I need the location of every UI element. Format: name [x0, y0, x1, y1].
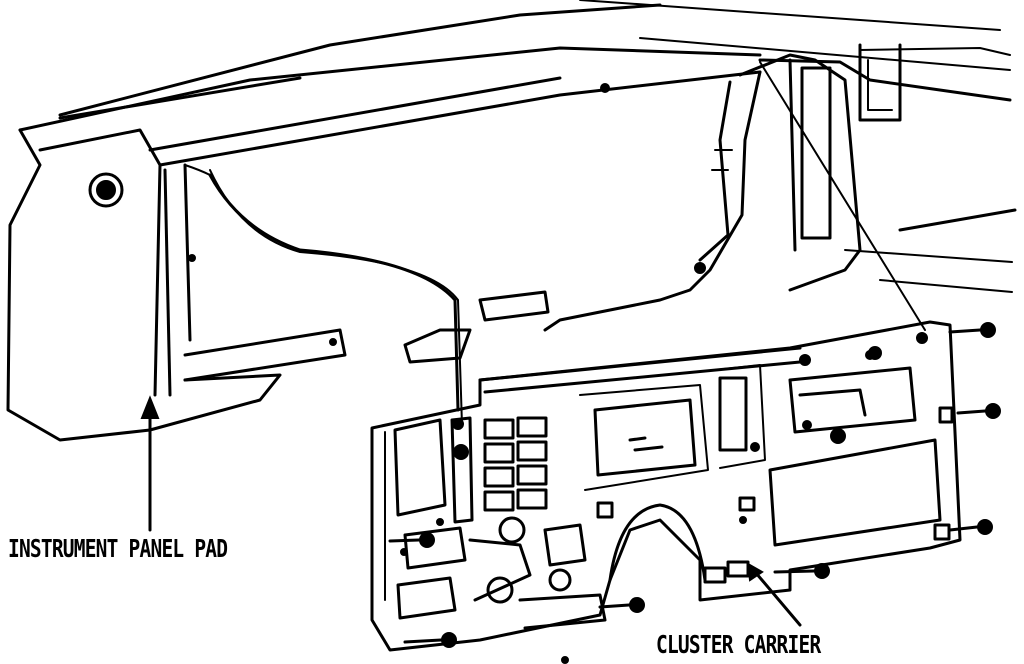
screw-icon — [868, 346, 882, 360]
alignment-lines — [209, 61, 926, 426]
dashboard-body — [58, 0, 1017, 293]
leader-arrow-carrier — [746, 562, 802, 627]
screw-icon — [773, 563, 830, 579]
leader-arrow-pad — [140, 395, 160, 532]
screw-icon — [388, 532, 435, 548]
screw-icon — [948, 322, 996, 338]
screw-icon — [948, 519, 993, 535]
cluster-carrier-label: CLUSTER CARRIER — [656, 630, 821, 659]
screw-icon — [403, 632, 457, 648]
instrument-panel-pad — [6, 46, 762, 442]
screw-icon — [598, 597, 645, 613]
screw-icon — [956, 403, 1001, 419]
fasteners — [388, 322, 1001, 648]
instrument-panel-pad-label: INSTRUMENT PANEL PAD — [8, 534, 228, 563]
switch-grid — [483, 416, 548, 512]
